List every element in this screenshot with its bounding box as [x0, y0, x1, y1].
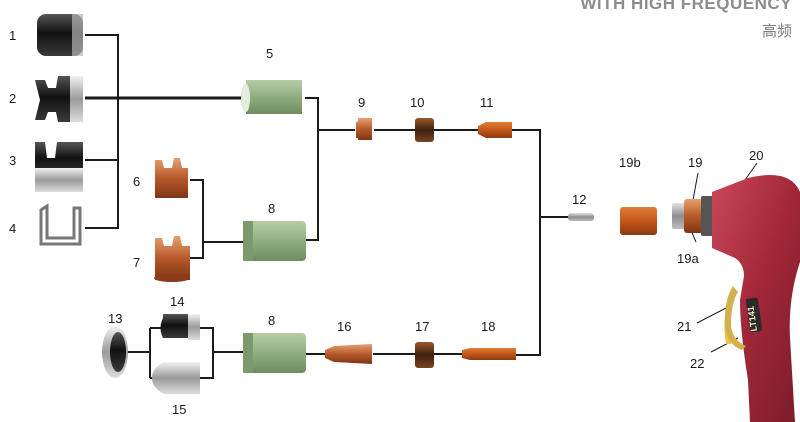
part-5-ceramic-cup — [241, 80, 302, 114]
label-2: 2 — [9, 91, 16, 106]
label-15: 15 — [172, 402, 186, 417]
label-18: 18 — [481, 319, 495, 334]
label-1: 1 — [9, 28, 16, 43]
part-7-copper-tip — [154, 236, 190, 282]
label-7: 7 — [133, 255, 140, 270]
label-19b: 19b — [619, 155, 641, 170]
label-12: 12 — [572, 192, 586, 207]
label-22: 22 — [690, 356, 704, 371]
part-labels: 1 2 3 4 5 6 7 8 8 9 10 11 12 13 14 15 16… — [9, 28, 763, 417]
part-22-trigger-guard — [724, 286, 746, 350]
label-13: 13 — [108, 311, 122, 326]
label-11: 11 — [480, 95, 494, 110]
header-title: WITH HIGH FREQUENCY — [580, 0, 792, 13]
label-19: 19 — [688, 155, 702, 170]
part-17-swirl-ring — [415, 342, 434, 368]
header-subtitle: 高频 — [761, 23, 792, 40]
part-18-electrode — [462, 348, 516, 360]
label-16: 16 — [337, 319, 351, 334]
label-5: 5 — [266, 46, 273, 61]
model-label: LT141 — [746, 306, 759, 332]
part-4-spacer-clip — [39, 203, 82, 246]
part-13-end-cap — [102, 326, 128, 378]
part-3-shield — [35, 142, 83, 192]
part-14-shield-cap — [160, 314, 200, 340]
part-9-nozzle — [356, 118, 372, 140]
part-19b-insulator — [620, 207, 657, 235]
part-19-torch-head-end — [672, 196, 713, 236]
label-14: 14 — [170, 294, 184, 309]
part-16-nozzle — [325, 344, 372, 364]
label-9: 9 — [358, 95, 365, 110]
label-20: 20 — [749, 148, 763, 163]
connector-lines — [85, 34, 758, 379]
part-11-electrode — [478, 122, 512, 138]
part-6-copper-diffuser — [155, 158, 188, 198]
part-12-pin — [568, 213, 594, 221]
label-4: 4 — [9, 221, 16, 236]
model-plate — [745, 297, 763, 333]
label-8-mid: 8 — [268, 201, 275, 216]
label-10: 10 — [410, 95, 424, 110]
part-10-swirl-ring — [415, 118, 434, 142]
torch-assembly: LT141 — [672, 175, 800, 422]
label-21: 21 — [677, 319, 691, 334]
part-1-shield-cap — [37, 14, 83, 56]
part-2-castellated-shield — [35, 76, 83, 122]
label-6: 6 — [133, 174, 140, 189]
label-3: 3 — [9, 153, 16, 168]
label-19a: 19a — [677, 251, 699, 266]
label-8-bottom: 8 — [268, 313, 275, 328]
part-8-ceramic-cup-bottom — [243, 333, 306, 373]
part-15-shield-cap — [152, 362, 200, 394]
label-17: 17 — [415, 319, 429, 334]
part-8-ceramic-cup-mid — [243, 221, 306, 261]
